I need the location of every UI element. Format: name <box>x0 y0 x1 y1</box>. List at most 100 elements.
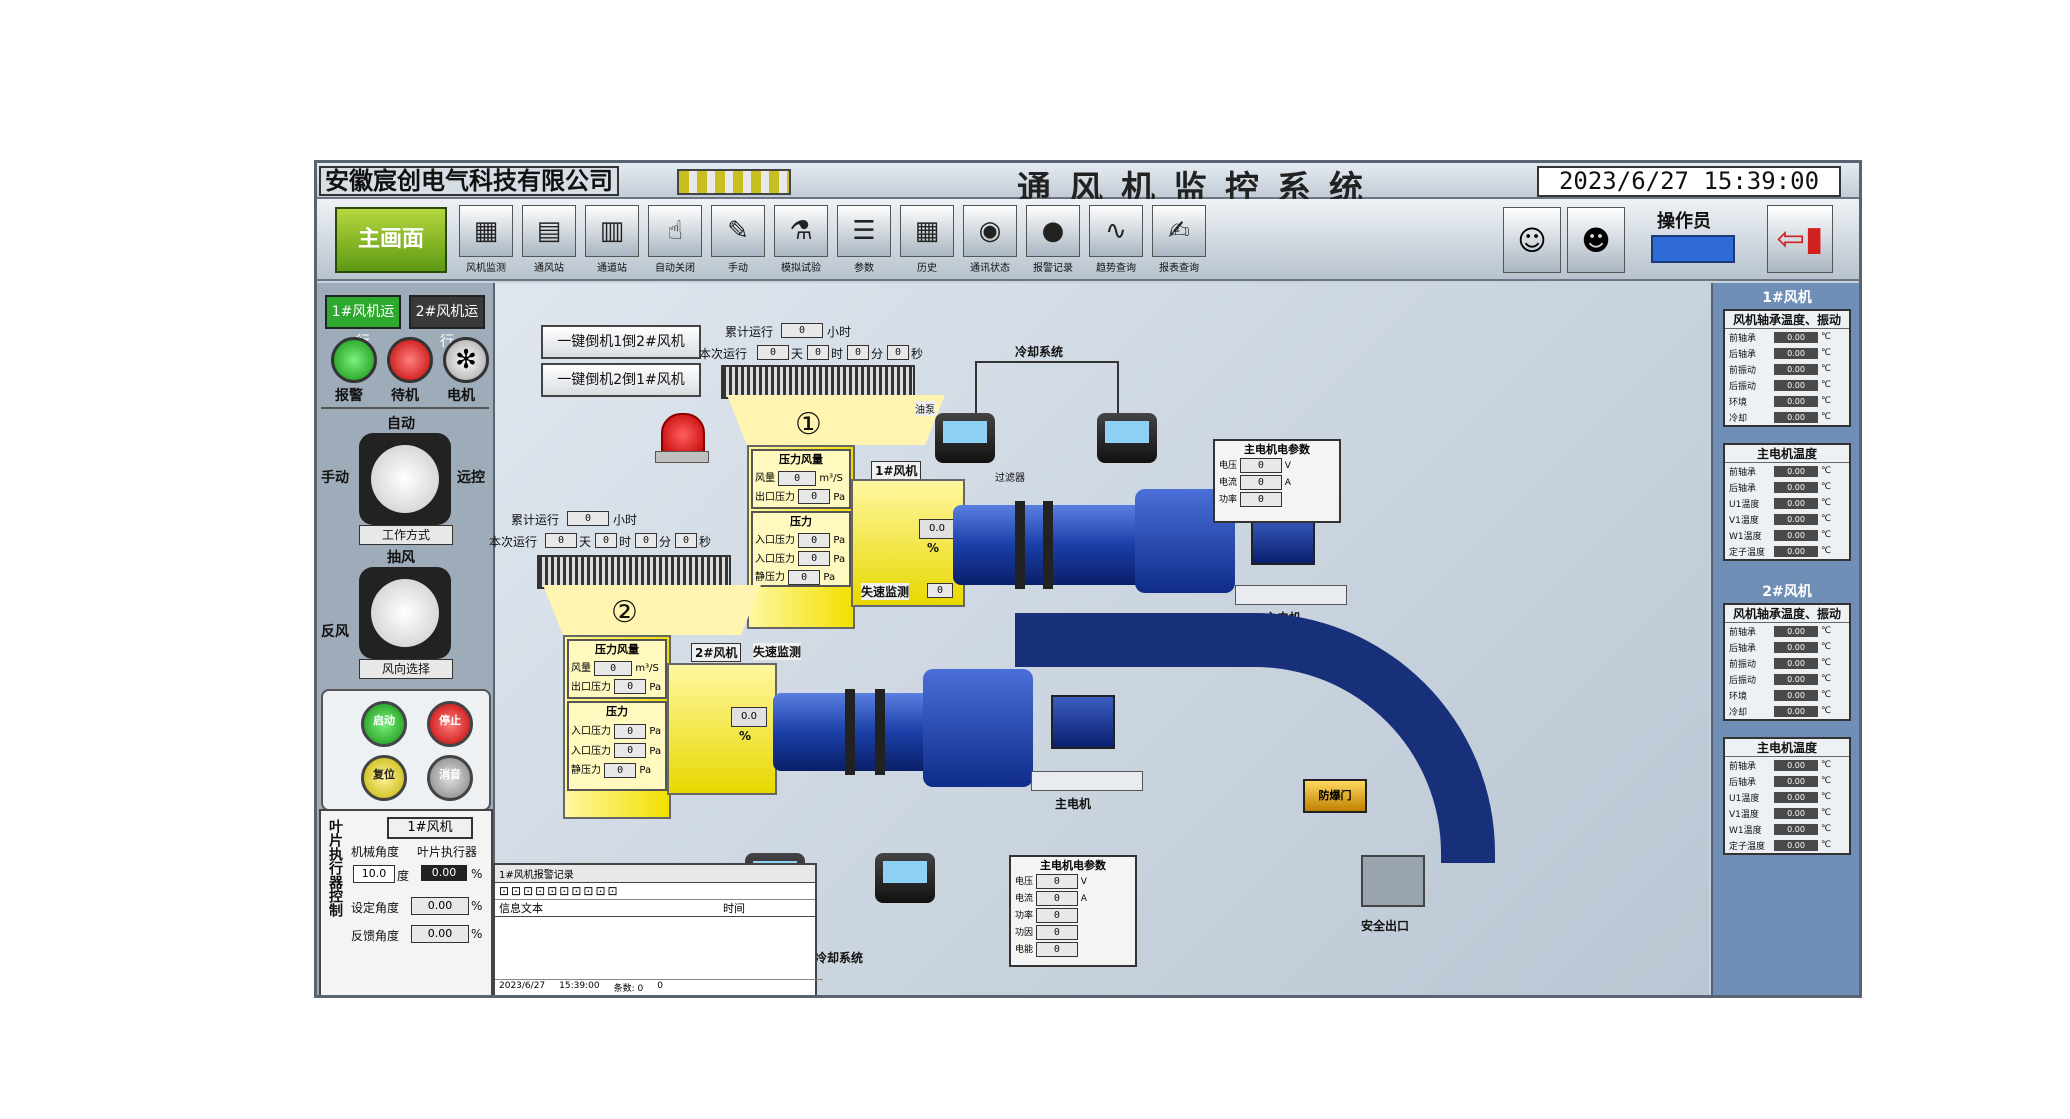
mute-button[interactable]: 消音 <box>427 755 473 801</box>
temp-row-label: W1温度 <box>1729 825 1762 836</box>
temp-row-value: 0.00 <box>1774 673 1818 685</box>
fan2-cooling-label: 冷却系统 <box>815 951 864 965</box>
work-mode-switch[interactable] <box>359 433 451 525</box>
tool-button-0[interactable]: ▦风机监测 <box>457 205 515 274</box>
set-angle-input[interactable]: 0.00 <box>411 897 469 915</box>
temp-row-unit: ℃ <box>1821 674 1832 684</box>
temp-row-unit: ℃ <box>1821 396 1832 406</box>
temp-row-label: 定子温度 <box>1729 547 1766 558</box>
fan1-current-value: 0 <box>1239 475 1282 490</box>
temp-row-label: U1温度 <box>1729 793 1760 804</box>
fan2-cum-unit: 小时 <box>613 513 638 527</box>
fan2-pressure-flow-label: 压力风量 <box>595 643 639 656</box>
temp-row-unit: ℃ <box>1821 706 1832 716</box>
msg-col-text[interactable]: 信息文本 <box>499 902 543 915</box>
msg-toolbar[interactable]: ⊡⊡⊡⊡⊡⊡⊡⊡⊡⊡ <box>495 883 815 900</box>
fan1-day-value: 0 <box>757 345 789 360</box>
tool-button-2[interactable]: ▥通道站 <box>583 205 641 274</box>
fan2-exit-unit: Pa <box>649 681 662 693</box>
tool-button-7[interactable]: ▦历史 <box>898 205 956 274</box>
temp-row-label: 后轴承 <box>1729 483 1757 494</box>
alarm-message-window[interactable]: 1#风机报警记录 ⊡⊡⊡⊡⊡⊡⊡⊡⊡⊡ 信息文本 时间 2023/6/27 15… <box>493 863 823 995</box>
temp-row-value: 0.00 <box>1774 791 1818 803</box>
fan1-current-label: 电流 <box>1219 478 1238 488</box>
alarm-icon: ● <box>1026 205 1080 257</box>
fan2-day-value: 0 <box>545 533 577 548</box>
stop-button[interactable]: 停止 <box>427 701 473 747</box>
fan1-in2-label: 入口压力 <box>755 553 795 565</box>
fan1-cum-label: 累计运行 <box>725 325 774 339</box>
fan2-in2-label: 入口压力 <box>571 745 611 757</box>
fan1-sec-value: 0 <box>887 345 909 360</box>
msg-title: 1#风机报警记录 <box>495 865 815 883</box>
set-angle-label: 设定角度 <box>351 901 400 915</box>
main-screen-button[interactable]: 主画面 <box>335 207 447 273</box>
standby-label: 待机 <box>391 388 419 404</box>
tool-button-11[interactable]: ✍报表查询 <box>1150 205 1208 274</box>
report-icon: ✍ <box>1152 205 1206 257</box>
temp-row-label: 后振动 <box>1729 381 1757 392</box>
temp-row-label: 环境 <box>1729 691 1748 702</box>
tool-button-10[interactable]: ∿趋势查询 <box>1087 205 1145 274</box>
fan2-voltage-label: 电压 <box>1015 877 1034 887</box>
fan1-run-button[interactable]: 1#风机运行 <box>325 295 401 350</box>
fan2-energy-value: 0 <box>1035 942 1078 957</box>
exit-button[interactable]: ⇦▮ <box>1767 205 1833 273</box>
tool-button-5[interactable]: ⚗模拟试验 <box>772 205 830 274</box>
fan-monitor-icon: ▦ <box>459 205 513 257</box>
temp-row-unit: ℃ <box>1821 514 1832 524</box>
history-icon: ▦ <box>900 205 954 257</box>
params-icon: ☰ <box>837 205 891 257</box>
user-login-icon[interactable]: ☺ <box>1503 207 1561 273</box>
operator-field[interactable] <box>1651 235 1735 263</box>
tool-button-3[interactable]: ☝自动关闭 <box>646 205 704 274</box>
fan2-voltage-unit: V <box>1080 877 1087 887</box>
fan2-this-label: 本次运行 <box>489 535 538 549</box>
fan2-static-unit: Pa <box>639 765 652 776</box>
fan1-motor-params-title: 主电机电参数 <box>1244 443 1310 456</box>
safety-exit-label: 安全出口 <box>1361 919 1410 933</box>
fan2-run-button[interactable]: 2#风机运行 <box>409 295 485 350</box>
fan2-cum-value: 0 <box>567 511 609 526</box>
actuator-value: 0.00 <box>421 865 467 881</box>
temp-row-unit: ℃ <box>1821 380 1832 390</box>
temp-row-label: U1温度 <box>1729 499 1760 510</box>
temp-row: 后振动 0.00℃ <box>1725 377 1849 393</box>
temp-row-unit: ℃ <box>1821 776 1832 786</box>
tool-button-1[interactable]: ▤通风站 <box>520 205 578 274</box>
fan1-pressure-box: 压力 入口压力 0 Pa 入口压力 0 Pa 静压力 0 Pa <box>751 511 851 587</box>
tool-label: 通道站 <box>597 263 627 274</box>
fan1-duct <box>953 505 1153 585</box>
tool-button-4[interactable]: ✎手动 <box>709 205 767 274</box>
fan1-in2-value: 0 <box>798 551 831 566</box>
switch-fan1-to-fan2-button[interactable]: 一键倒机1倒2#风机 <box>541 325 701 359</box>
fan2-pf-value: 0 <box>1035 925 1078 940</box>
tool-label: 通讯状态 <box>970 263 1010 274</box>
wind-direction-switch[interactable] <box>359 567 451 659</box>
reset-button[interactable]: 复位 <box>361 755 407 801</box>
temp-row-value: 0.00 <box>1774 379 1818 391</box>
tool-button-9[interactable]: ●报警记录 <box>1024 205 1082 274</box>
tool-button-8[interactable]: ◉通讯状态 <box>961 205 1019 274</box>
fan1-pct-unit: % <box>927 541 940 555</box>
fan2-flow-value: 0 <box>594 660 633 676</box>
fan1-current-unit: A <box>1284 478 1291 488</box>
switch-fan2-to-fan1-button[interactable]: 一键倒机2倒1#风机 <box>541 363 701 397</box>
fan2-flow-label: 风量 <box>571 663 591 674</box>
user-switch-icon[interactable]: ☻ <box>1567 207 1625 273</box>
fan2-in2-value: 0 <box>614 743 647 758</box>
fan1-static-value: 0 <box>788 569 821 585</box>
actuator-label: 叶片执行器 <box>417 845 478 859</box>
alarm-label: 报警 <box>335 388 363 404</box>
temp-row-label: 前轴承 <box>1729 333 1757 344</box>
msg-col-time[interactable]: 时间 <box>723 902 745 915</box>
tool-button-6[interactable]: ☰参数 <box>835 205 893 274</box>
set-pct: % <box>471 899 483 913</box>
start-button[interactable]: 启动 <box>361 701 407 747</box>
